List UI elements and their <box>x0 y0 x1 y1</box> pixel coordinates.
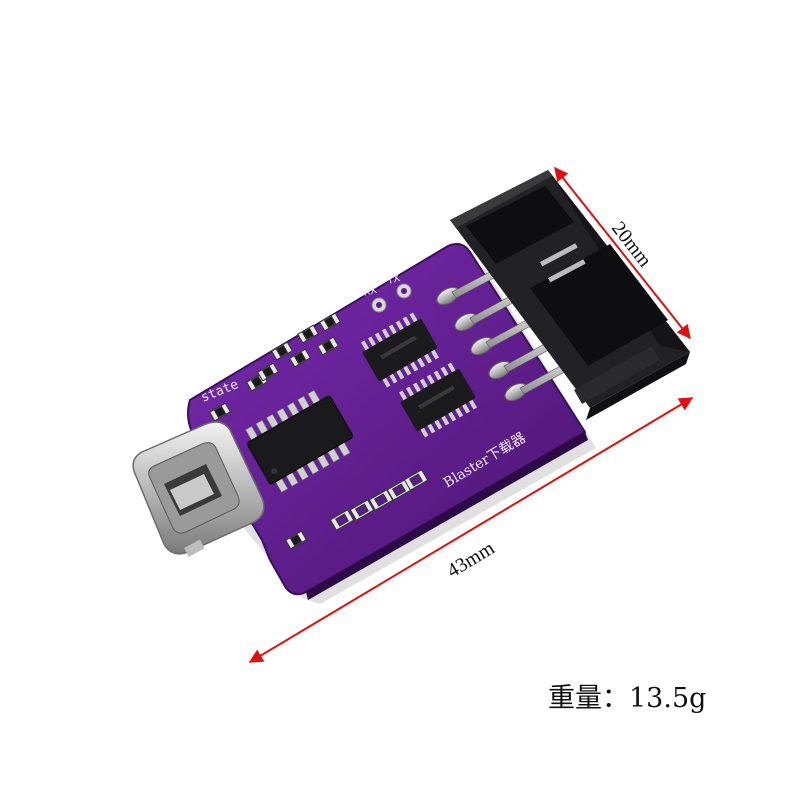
buffer-ic-chip-1 <box>361 312 439 388</box>
silk-tx-label: TX <box>385 273 401 287</box>
length-dimension-label: 43mm <box>443 537 499 582</box>
smd-components <box>209 312 429 550</box>
silk-rx-label: RX <box>362 285 378 299</box>
main-ic-chip <box>245 389 353 493</box>
weight-label: 重量：13.5g <box>548 683 707 714</box>
pcb-board <box>187 243 588 600</box>
usb-c-port <box>132 421 265 557</box>
buffer-ic-chip-2 <box>399 362 477 438</box>
dimension-length-arrow <box>248 397 694 663</box>
idc-box-header <box>450 170 690 420</box>
dimension-width-arrow <box>554 166 691 340</box>
test-pads <box>371 283 412 313</box>
